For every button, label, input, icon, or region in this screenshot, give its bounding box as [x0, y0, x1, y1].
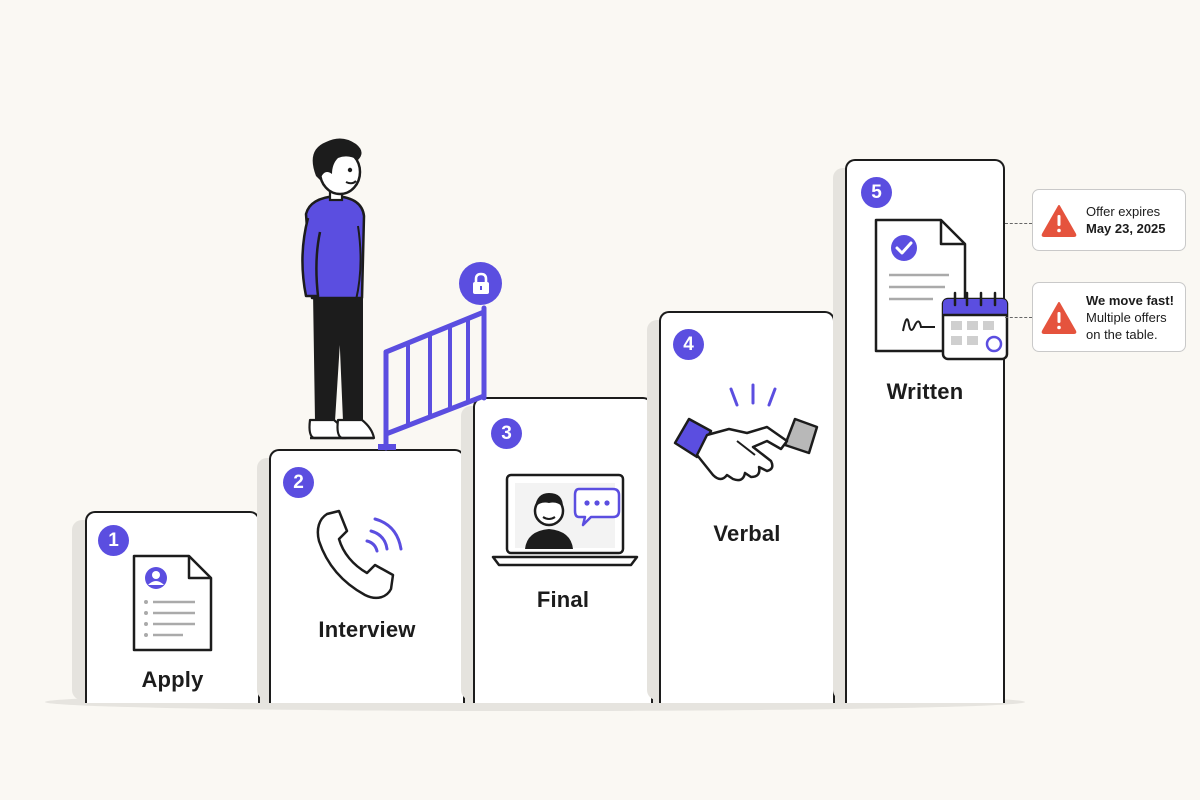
callout-text-line: Offer expires [1086, 204, 1161, 219]
warning-icon [1041, 204, 1077, 237]
resume-document-icon [132, 554, 213, 652]
step-verbal: 4 Verbal [659, 311, 835, 703]
video-call-laptop-icon [491, 473, 639, 567]
offer-expiry-date: May 23, 2025 [1086, 221, 1166, 236]
offer-expires-callout: Offer expires May 23, 2025 [1032, 189, 1186, 251]
step-label: Interview [318, 617, 416, 642]
locked-gate-icon [378, 305, 487, 451]
step-interview: 2 Interview [269, 449, 465, 703]
callout-text-line: Multiple offers [1086, 309, 1167, 325]
phone-call-icon [316, 509, 403, 600]
step-apply: 1 Apply [85, 511, 260, 703]
step-label: Apply [141, 667, 204, 692]
step-number-badge: 3 [491, 418, 522, 449]
step-label: Written [886, 379, 964, 404]
callout-text-line: on the table. [1086, 326, 1158, 342]
callout-leader [1005, 317, 1032, 318]
step-number-badge: 2 [283, 467, 314, 498]
step-label: Verbal [713, 521, 781, 546]
step-label: Final [536, 587, 590, 612]
pressure-callout: We move fast! Multiple offers on the tab… [1032, 282, 1186, 352]
step-number-badge: 4 [673, 329, 704, 360]
callout-headline: We move fast! [1086, 292, 1174, 308]
lock-badge [459, 262, 502, 305]
signed-offer-calendar-icon [874, 218, 1009, 361]
step-written: 5 Written [845, 159, 1009, 703]
lock-icon [472, 272, 489, 294]
step-final: 3 Final [473, 397, 653, 703]
callout-leader [1005, 223, 1032, 224]
warning-icon [1041, 301, 1077, 334]
handshake-icon [673, 383, 819, 482]
step-number-badge: 5 [861, 177, 892, 208]
step-number-badge: 1 [98, 525, 129, 556]
standing-person-illustration [301, 138, 376, 440]
